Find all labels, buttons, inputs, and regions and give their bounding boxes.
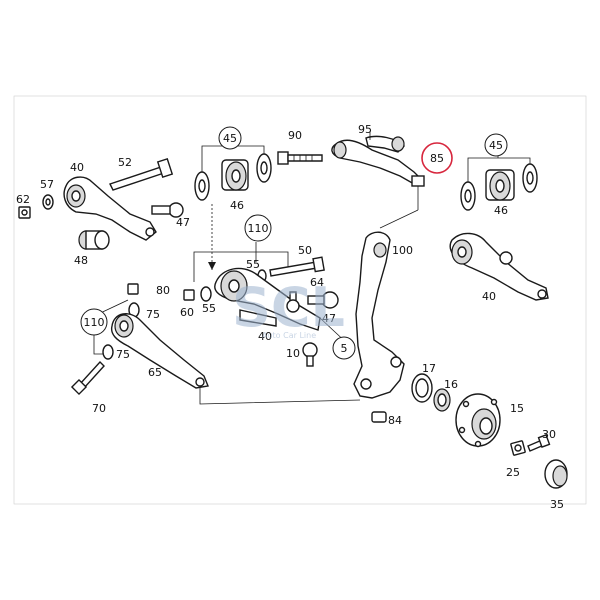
part-55-washer-bottom [200, 286, 212, 302]
label-40-right: 40 [482, 290, 496, 303]
label-100: 100 [392, 244, 413, 257]
part-48-bushing-left [78, 230, 110, 250]
callout-110-left: 110 [80, 308, 108, 336]
label-50: 50 [298, 244, 312, 257]
watermark-logo: SCL Auto Car Line [232, 276, 345, 340]
part-52-bolt [109, 157, 174, 191]
label-46-right: 46 [494, 204, 508, 217]
part-84-bolt [371, 411, 387, 423]
part-60-nut [183, 289, 195, 301]
callout-110-center-text: 110 [248, 222, 269, 235]
label-52: 52 [118, 156, 132, 169]
label-75-lower: 75 [116, 348, 130, 361]
label-10: 10 [286, 347, 300, 360]
part-110-set-bracket [193, 242, 289, 282]
part-45-bushing-set-right [460, 152, 538, 211]
label-62: 62 [16, 193, 30, 206]
part-40-tension-arm [214, 267, 321, 331]
label-48: 48 [74, 254, 88, 267]
part-70-bolt [70, 360, 105, 396]
part-35-cap [544, 459, 568, 489]
label-15: 15 [510, 402, 524, 415]
part-16-seal [433, 388, 451, 412]
label-47-left: 47 [176, 216, 190, 229]
callout-45-right: 45 [484, 133, 508, 157]
callout-110-left-text: 110 [84, 316, 105, 329]
callout-45-right-text: 45 [489, 139, 503, 152]
watermark-logo-text: SCL [232, 276, 345, 339]
label-95: 95 [358, 123, 372, 136]
highlight-85 [421, 142, 453, 174]
label-25: 25 [506, 466, 520, 479]
part-75-washer-bottom [102, 344, 114, 360]
arrow-indicator [208, 204, 216, 270]
callout-5-text: 5 [341, 342, 348, 355]
label-47-center: 47 [322, 312, 336, 325]
label-55-lower: 55 [202, 302, 216, 315]
label-16: 16 [444, 378, 458, 391]
callout-45-left: 45 [218, 126, 242, 150]
label-30: 30 [542, 428, 556, 441]
label-17: 17 [422, 362, 436, 375]
label-65: 65 [148, 366, 162, 379]
part-62-nut [18, 206, 31, 219]
label-60: 60 [180, 306, 194, 319]
part-80-nut [127, 283, 139, 295]
label-46-left: 46 [230, 199, 244, 212]
label-35: 35 [550, 498, 564, 511]
part-30-bolt [527, 434, 551, 452]
label-40-top-left: 40 [70, 161, 84, 174]
callout-45-left-text: 45 [223, 132, 237, 145]
label-70: 70 [92, 402, 106, 415]
part-40-lower-arm-right [449, 232, 549, 301]
label-85: 85 [430, 152, 444, 165]
part-47-ball-joint-left [151, 202, 184, 218]
label-90: 90 [288, 129, 302, 142]
label-75-upper: 75 [146, 308, 160, 321]
part-50-bolt [269, 256, 325, 277]
part-100-steering-knuckle [353, 231, 405, 399]
label-64: 64 [310, 276, 324, 289]
part-40-bearing-bracket [63, 176, 157, 241]
label-57: 57 [40, 178, 54, 191]
watermark-tagline: Auto Car Line [262, 331, 316, 340]
part-45-bushing-set-left [194, 140, 272, 201]
part-64-ball-joint [286, 291, 300, 313]
part-number-labels: 40 52 57 62 47 48 46 90 95 85 46 55 50 6… [16, 123, 564, 511]
part-15-wheel-hub [455, 393, 501, 448]
label-80: 80 [156, 284, 170, 297]
label-55-upper: 55 [246, 258, 260, 271]
part-90-bolt [277, 151, 323, 165]
callout-110-center: 110 [244, 214, 272, 242]
part-95-upper-arm-and-85-joint [331, 132, 425, 210]
label-84: 84 [388, 414, 402, 427]
part-65-lower-arm [110, 313, 209, 389]
part-10-ball-joint [302, 342, 318, 367]
part-47-ball-joint-center [307, 291, 339, 309]
part-57-washer [42, 194, 54, 210]
label-40-center: 40 [258, 330, 272, 343]
part-17-dust-shield [411, 373, 433, 403]
part-25-nut [510, 440, 526, 456]
callout-5: 5 [332, 336, 356, 360]
